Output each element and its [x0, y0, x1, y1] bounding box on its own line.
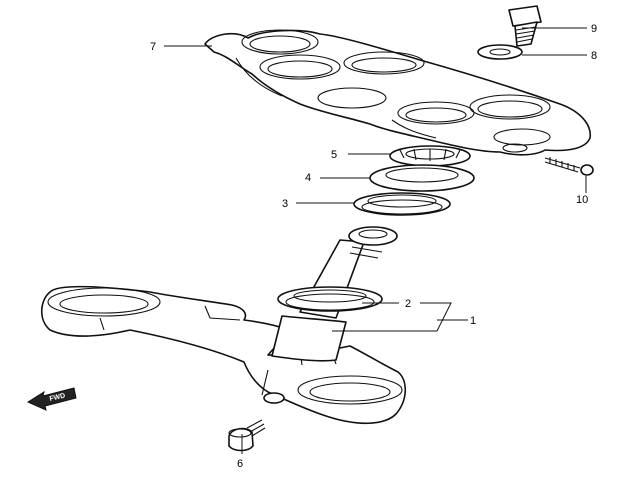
upper-bearing — [353, 192, 451, 216]
stem-nut — [389, 145, 471, 167]
lower-bolt — [228, 392, 285, 452]
bearing-cover — [369, 164, 475, 192]
fwd-direction-marker: FWD — [26, 387, 77, 411]
callout-7: 7 — [150, 41, 156, 53]
fwd-label: FWD — [49, 393, 66, 403]
lower-bearing — [277, 286, 383, 312]
stem-bolt — [508, 5, 542, 47]
callout-3: 3 — [282, 198, 288, 210]
callout-6: 6 — [237, 458, 243, 470]
upper-bracket — [204, 29, 591, 156]
callout-9: 9 — [591, 23, 597, 35]
lower-bracket — [40, 226, 407, 425]
leader-lines — [164, 27, 587, 454]
callout-2: 2 — [405, 298, 411, 310]
callout-1: 1 — [470, 315, 476, 327]
callout-4: 4 — [305, 172, 311, 184]
pinch-bolt — [544, 157, 594, 176]
callout-8: 8 — [591, 50, 597, 62]
callout-5: 5 — [331, 149, 337, 161]
callouts: 1 2 3 4 5 6 7 8 9 10 — [150, 23, 597, 470]
callout-10: 10 — [576, 194, 588, 206]
washer — [477, 44, 523, 60]
